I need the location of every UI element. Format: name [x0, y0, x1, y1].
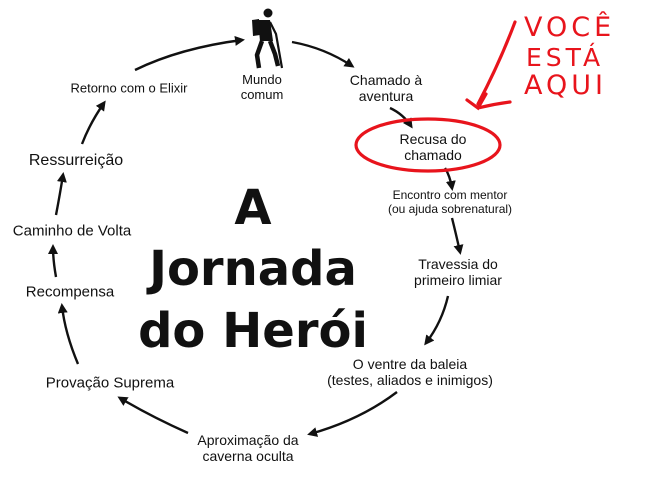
arrow-encontro-to-travessia [450, 217, 464, 255]
diagram-title: A Jornada do Herói [138, 178, 368, 362]
stage-recusa-chamado: Recusa do chamado [399, 130, 467, 163]
stage-provacao-suprema: Provação Suprema [45, 374, 175, 392]
arrow-ventre-to-aproximacao [307, 391, 398, 437]
annotation-highlight [354, 20, 517, 173]
stage-caminho-volta: Caminho de Volta [12, 222, 132, 240]
arrow-recompensa-to-caminho [48, 244, 59, 278]
arrow-ressurreicao-to-retorno [80, 100, 106, 145]
stage-ventre-baleia: O ventre da baleia (testes, aliados e in… [327, 355, 493, 388]
stage-recompensa: Recompensa [25, 283, 115, 301]
annotation-pointer-arrow [465, 20, 517, 111]
title-line-2: do Herói [138, 302, 368, 359]
stage-travessia-limiar: Travessia do primeiro limiar [414, 255, 502, 288]
stage-chamado-aventura: Chamado à aventura [349, 71, 423, 104]
highlight-ellipse [354, 117, 502, 173]
annotation-line-2: ESTÁ [526, 43, 605, 72]
arrow-provacao-to-recompensa [57, 303, 80, 365]
stage-retorno-elixir: Retorno com o Elixir [70, 80, 188, 96]
hiker-icon [246, 8, 286, 70]
annotation-line-3: AQUI [524, 70, 607, 101]
stage-encontro-mentor: Encontro com mentor (ou ajuda sobrenatur… [387, 188, 513, 216]
stage-aproximacao-caverna: Aproximação da caverna oculta [197, 431, 299, 464]
arrow-caminho-to-ressurreicao [54, 172, 67, 216]
arrow-chamado-to-recusa [389, 106, 413, 129]
annotation-line-1: VOCÊ [524, 12, 616, 43]
stage-mundo-comum: Mundo comum [240, 72, 284, 102]
arrow-travessia-to-ventre [424, 295, 450, 346]
stage-ressurreicao: Ressurreição [28, 151, 124, 169]
arrow-mundo-to-chamado [291, 40, 355, 68]
arrow-aproximacao-to-provacao [117, 396, 189, 435]
arrow-retorno-to-mundo [134, 35, 245, 72]
title-line-1: A Jornada [149, 180, 357, 298]
